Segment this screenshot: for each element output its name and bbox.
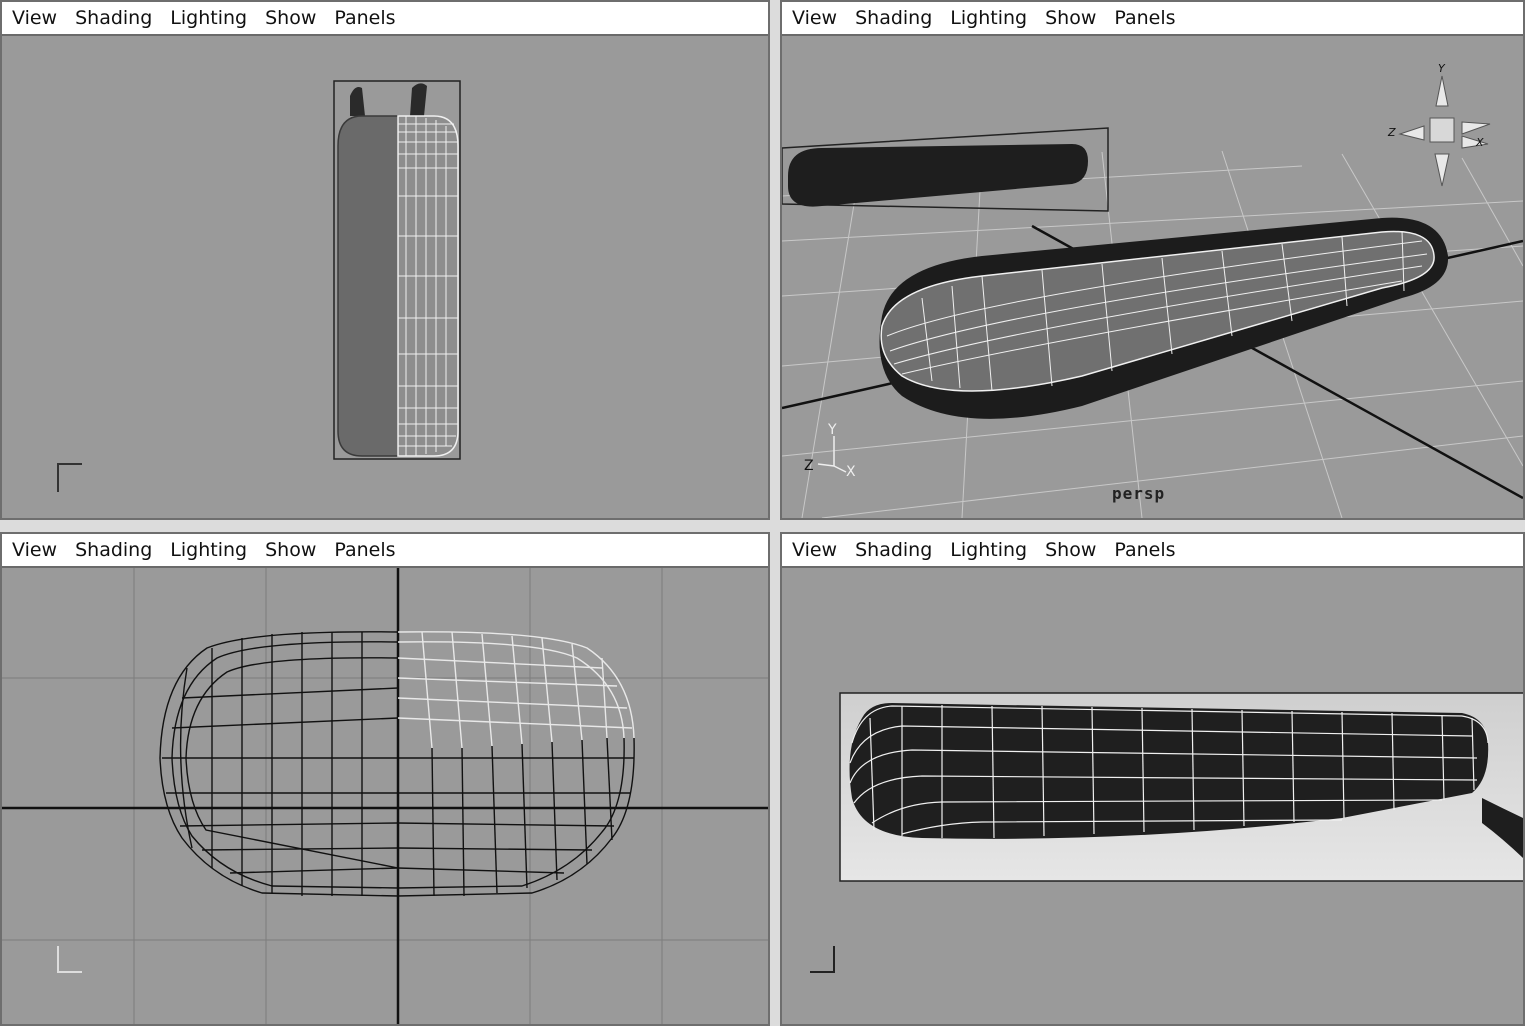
menu-panels[interactable]: Panels	[334, 7, 396, 29]
menu-lighting[interactable]: Lighting	[170, 7, 248, 29]
wireframe-body	[397, 115, 459, 457]
wireframe-lines	[886, 230, 1428, 392]
menu-view[interactable]: View	[12, 539, 58, 561]
menu-panels[interactable]: Panels	[1114, 539, 1176, 561]
phone-body	[849, 703, 1489, 839]
menu-view[interactable]: View	[12, 7, 58, 29]
axis-corner-indicator	[57, 946, 82, 973]
top-view-scene	[57, 80, 461, 492]
menu-lighting[interactable]: Lighting	[170, 539, 248, 561]
viewport-scene[interactable]	[2, 36, 768, 518]
viewport-menubar: View Shading Lighting Show Panels	[2, 534, 768, 568]
gizmo-z-label: Z	[804, 458, 814, 474]
ortho-grid	[2, 568, 768, 1024]
menu-shading[interactable]: Shading	[855, 539, 933, 561]
wireframe-lines	[398, 116, 458, 456]
menu-panels[interactable]: Panels	[1114, 7, 1176, 29]
menu-view[interactable]: View	[792, 7, 838, 29]
model-body-wire	[880, 230, 1435, 392]
axis-gizmo-icon	[817, 436, 847, 473]
menu-show[interactable]: Show	[265, 539, 317, 561]
gizmo-y-label: Y	[827, 422, 837, 438]
viewport-bottom-left[interactable]: View Shading Lighting Show Panels	[0, 532, 770, 1026]
ortho-axes	[2, 568, 768, 1024]
wireframe-light-half	[397, 631, 635, 749]
menu-shading[interactable]: Shading	[855, 7, 933, 29]
axis-corner-indicator	[810, 946, 835, 973]
axis-corner-indicator	[57, 463, 82, 492]
reference-object	[788, 144, 1088, 207]
viewcube-z-label: Z	[1387, 126, 1396, 139]
viewcube-y-label: Y	[1438, 62, 1446, 75]
menu-shading[interactable]: Shading	[75, 7, 153, 29]
viewport-scene[interactable]: Y Z X Y Z X persp	[782, 36, 1523, 518]
wireframe-dark-lower	[397, 737, 635, 897]
wireframe-lines	[849, 705, 1489, 839]
side-view-scene	[810, 692, 1523, 973]
gizmo-x-label: X	[846, 464, 856, 480]
menu-view[interactable]: View	[792, 539, 838, 561]
image-plane-frame	[782, 127, 1109, 212]
viewport-menubar: View Shading Lighting Show Panels	[2, 2, 768, 36]
menu-panels[interactable]: Panels	[334, 539, 396, 561]
antenna-shape	[410, 83, 427, 116]
menu-shading[interactable]: Shading	[75, 539, 153, 561]
menu-show[interactable]: Show	[265, 7, 317, 29]
image-plane-frame	[333, 80, 461, 460]
viewport-top-right[interactable]: View Shading Lighting Show Panels	[780, 0, 1525, 520]
viewport-menubar: View Shading Lighting Show Panels	[782, 2, 1523, 36]
viewport-bottom-right[interactable]: View Shading Lighting Show Panels	[780, 532, 1525, 1026]
cable-shape	[1482, 798, 1523, 858]
viewport-menubar: View Shading Lighting Show Panels	[782, 534, 1523, 568]
menu-lighting[interactable]: Lighting	[950, 7, 1028, 29]
front-view-scene	[2, 568, 768, 1024]
persp-view-scene: Y Z X Y Z X	[782, 62, 1523, 518]
viewcube-x-label: X	[1475, 136, 1484, 149]
antenna-shape	[350, 87, 365, 116]
viewport-scene[interactable]	[782, 568, 1523, 1024]
menu-show[interactable]: Show	[1045, 539, 1097, 561]
shaded-body	[337, 115, 399, 457]
menu-show[interactable]: Show	[1045, 7, 1097, 29]
view-cube-icon: Y Z X	[1387, 62, 1491, 187]
wireframe-dark-half	[159, 631, 399, 897]
menu-lighting[interactable]: Lighting	[950, 539, 1028, 561]
camera-name-label: persp	[1112, 484, 1166, 503]
viewport-top-left[interactable]: View Shading Lighting Show Panels	[0, 0, 770, 520]
viewport-scene[interactable]	[2, 568, 768, 1024]
